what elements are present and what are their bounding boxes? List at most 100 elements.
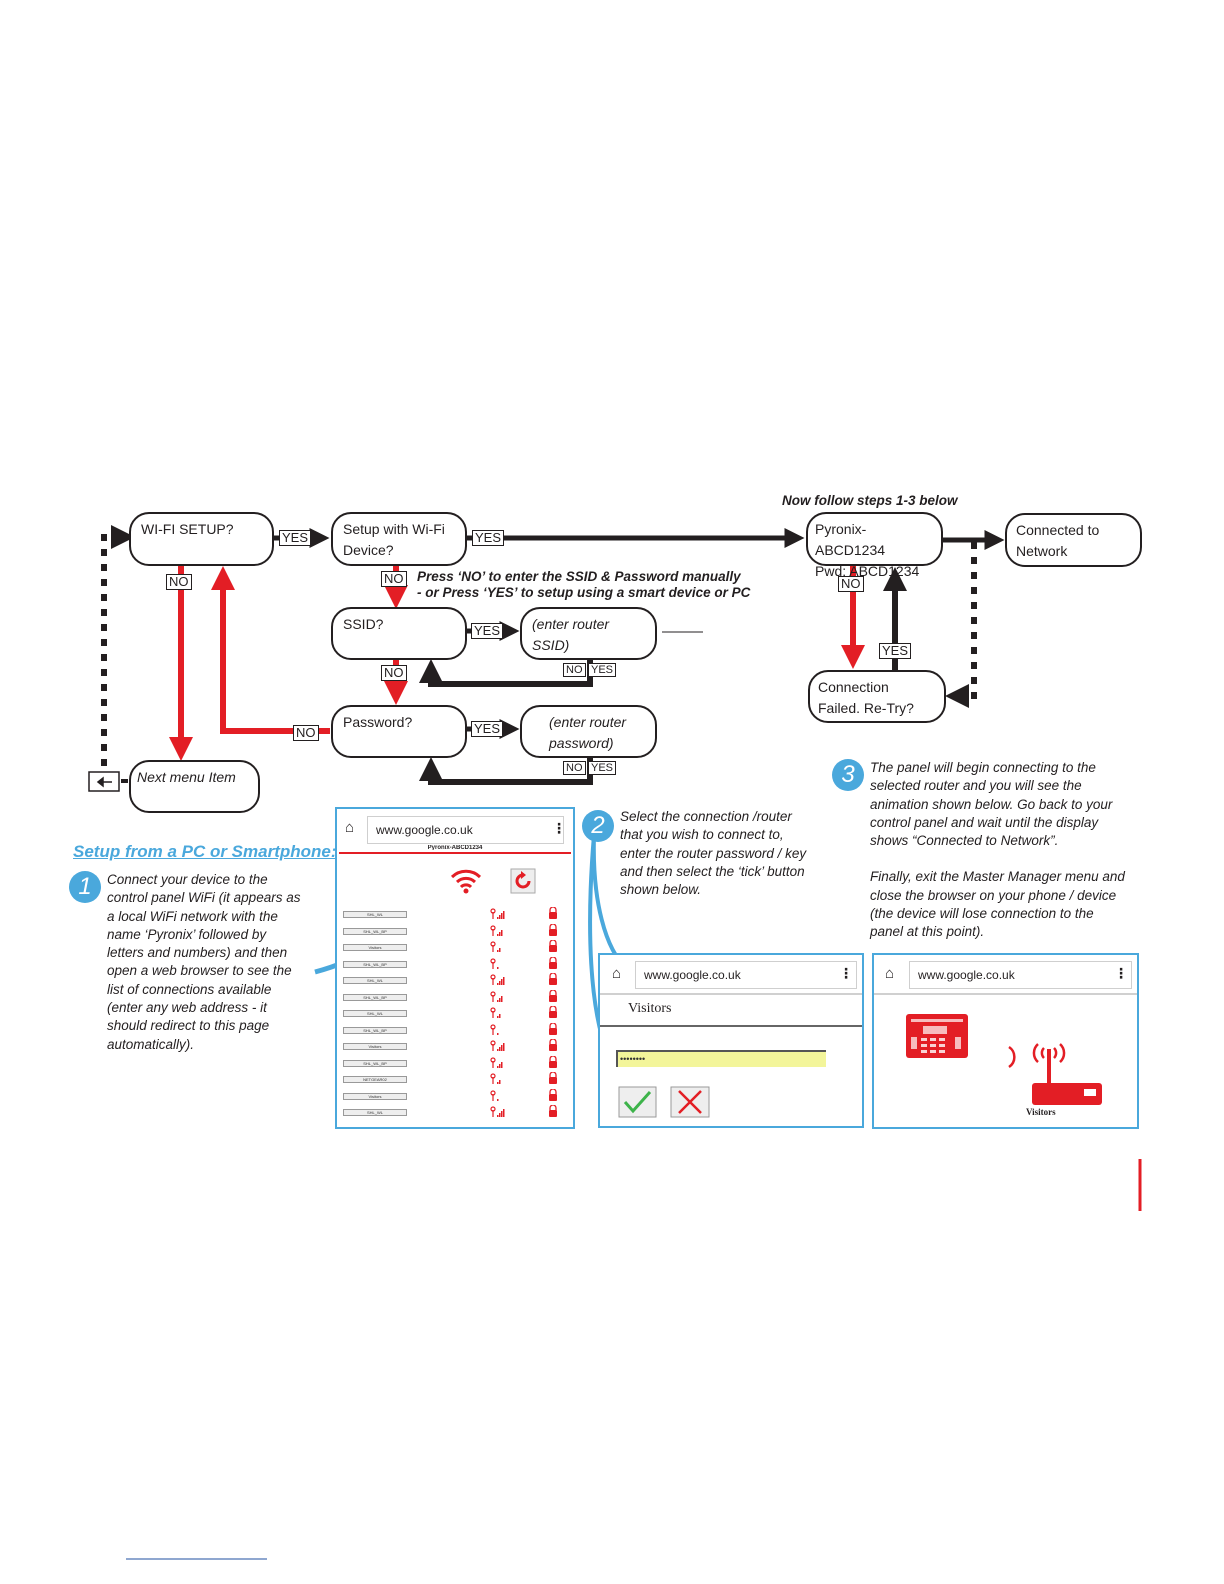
signal-icon (490, 924, 503, 936)
network-list-item[interactable]: SHL_WL (343, 911, 407, 918)
network-list-item[interactable]: SHL_WL (343, 1010, 407, 1017)
menu-dots-icon[interactable]: ⋮ (552, 820, 566, 836)
password-field[interactable]: •••••••• (616, 1050, 826, 1067)
address-bar[interactable]: www.google.co.uk (635, 961, 857, 989)
step-2-line: shown below. (620, 882, 702, 898)
network-list-item[interactable]: SHL_WL_BP (343, 993, 407, 1001)
connection-failed-box: Connection Failed. Re-Try? (808, 670, 946, 723)
press-note-1: Press ‘NO’ to enter the SSID & Password … (417, 569, 741, 584)
label-yes-password: YES (471, 721, 504, 737)
network-list-item[interactable]: SHL_WL_BP (343, 927, 407, 935)
alarm-panel-icon (906, 1014, 968, 1058)
label-yes-wifi: YES (279, 530, 312, 546)
home-icon[interactable]: ⌂ (612, 965, 622, 982)
router-icon (1032, 1043, 1102, 1105)
signal-icon (490, 1007, 501, 1018)
enter-password-text-1: (enter router (549, 714, 627, 730)
home-icon[interactable]: ⌂ (345, 819, 355, 836)
pyronix-box: Pyronix-ABCD1234 Pwd: ABCD1234 (806, 512, 943, 579)
network-list-item[interactable]: SHL_WL (343, 977, 407, 984)
setup-device-text-2: Device? (343, 542, 394, 558)
label-no-device: NO (381, 571, 407, 587)
screen-connecting: ⌂ www.google.co.uk ⋮ Visitors (872, 953, 1139, 1129)
step-3-line: selected router and you will see the (870, 778, 1082, 794)
enter-ssid-box: (enter router SSID) (520, 607, 657, 660)
connected-box: Connected to Network (1005, 513, 1142, 567)
failed-text-2: Failed. Re-Try? (818, 700, 914, 716)
setup-device-box: Setup with Wi-Fi Device? (331, 512, 467, 566)
step-2-line: and then select the ‘tick’ button (620, 863, 805, 879)
pyronix-text-2: Pwd: ABCD1234 (815, 563, 920, 579)
router-label: Visitors (1026, 1107, 1056, 1117)
network-list-item[interactable]: SHL_WL_BP (343, 960, 407, 968)
menu-dots-icon[interactable]: ⋮ (1114, 965, 1128, 981)
network-list-item[interactable]: Visitors (343, 1092, 407, 1100)
address-bar[interactable]: www.google.co.uk (367, 816, 564, 844)
signal-icon (490, 1040, 505, 1051)
network-list-item[interactable]: SHL_WL_BP (343, 1059, 407, 1067)
signal-icon (490, 990, 503, 1002)
step-2-text: Select the connection /router that you w… (620, 808, 806, 899)
connected-text-1: Connected to (1016, 522, 1100, 538)
header-rule (600, 993, 862, 995)
signal-icon (490, 1106, 505, 1117)
label-yes-ssid-loop: YES (588, 663, 617, 677)
cross-button[interactable] (670, 1086, 710, 1118)
step-3-text: The panel will begin connecting to the s… (870, 759, 1125, 942)
label-no-pyronix: NO (838, 576, 864, 592)
cross-icon (678, 1090, 702, 1114)
lock-icon (549, 907, 557, 919)
step-3-line: (the device will lose connection to the (870, 906, 1094, 922)
label-no-password: NO (293, 725, 319, 741)
lock-icon (549, 1072, 557, 1084)
wifi-icon[interactable] (450, 868, 482, 894)
tick-button[interactable] (618, 1086, 657, 1118)
step-1-line: a local WiFi network with the (107, 908, 278, 924)
step-1-line: control panel WiFi (it appears as (107, 890, 301, 906)
step-3-line: shows “Connected to Network”. (870, 833, 1059, 849)
home-icon[interactable]: ⌂ (885, 965, 895, 982)
next-menu-text: Next menu Item (137, 769, 236, 785)
step-1-badge: 1 (69, 871, 101, 903)
step-1-line: (enter any web address - it (107, 1000, 267, 1016)
name-rule (600, 1025, 862, 1027)
network-list-item[interactable]: Visitors (343, 1043, 407, 1050)
step-3-line: close the browser on your phone / device (870, 887, 1117, 903)
signal-icon (490, 1073, 501, 1084)
label-no-wifi: NO (166, 574, 192, 590)
lock-icon (549, 1105, 557, 1117)
wifi-setup-text: WI-FI SETUP? (141, 521, 234, 537)
dashed-failed-loop (958, 542, 977, 699)
network-list-item[interactable]: Visitors (343, 944, 407, 951)
step-3-line: Finally, exit the Master Manager menu an… (870, 869, 1125, 885)
lock-icon (549, 989, 557, 1002)
next-menu-box: Next menu Item (129, 760, 260, 813)
refresh-icon[interactable] (510, 868, 536, 894)
address-bar[interactable]: www.google.co.uk (909, 961, 1132, 989)
loop-back-dashed-line (101, 534, 122, 766)
step-2-badge: 2 (582, 810, 614, 842)
enter-password-text-2: password) (549, 735, 614, 751)
step-3-line (870, 850, 1125, 868)
network-list-item[interactable]: SHL_WL (343, 1109, 407, 1116)
step-1-line: should redirect to this page (107, 1018, 270, 1034)
label-no-ssid: NO (381, 665, 407, 681)
step-1-line: automatically). (107, 1036, 195, 1052)
arrow-password-no (211, 566, 330, 734)
lock-icon (549, 923, 557, 936)
step-3-badge: 3 (832, 759, 864, 791)
red-divider (339, 852, 571, 854)
setup-device-text-1: Setup with Wi-Fi (343, 521, 445, 537)
step-1-line: open a web browser to see the (107, 963, 292, 979)
pyronix-text-1: Pyronix-ABCD1234 (815, 521, 886, 558)
label-no-password-loop: NO (563, 761, 586, 775)
lock-icon (549, 1088, 557, 1101)
signal-icon (490, 908, 505, 919)
step-3-line: control panel and wait until the display (870, 814, 1099, 830)
network-list-item[interactable]: NETGEAR02 (343, 1076, 407, 1083)
signal-icon (490, 1056, 503, 1068)
step-3-line: The panel will begin connecting to the (870, 760, 1096, 775)
network-list-item[interactable]: SHL_WL_BP (343, 1026, 407, 1034)
ssid-box: SSID? (331, 607, 467, 660)
menu-dots-icon[interactable]: ⋮ (839, 965, 853, 981)
